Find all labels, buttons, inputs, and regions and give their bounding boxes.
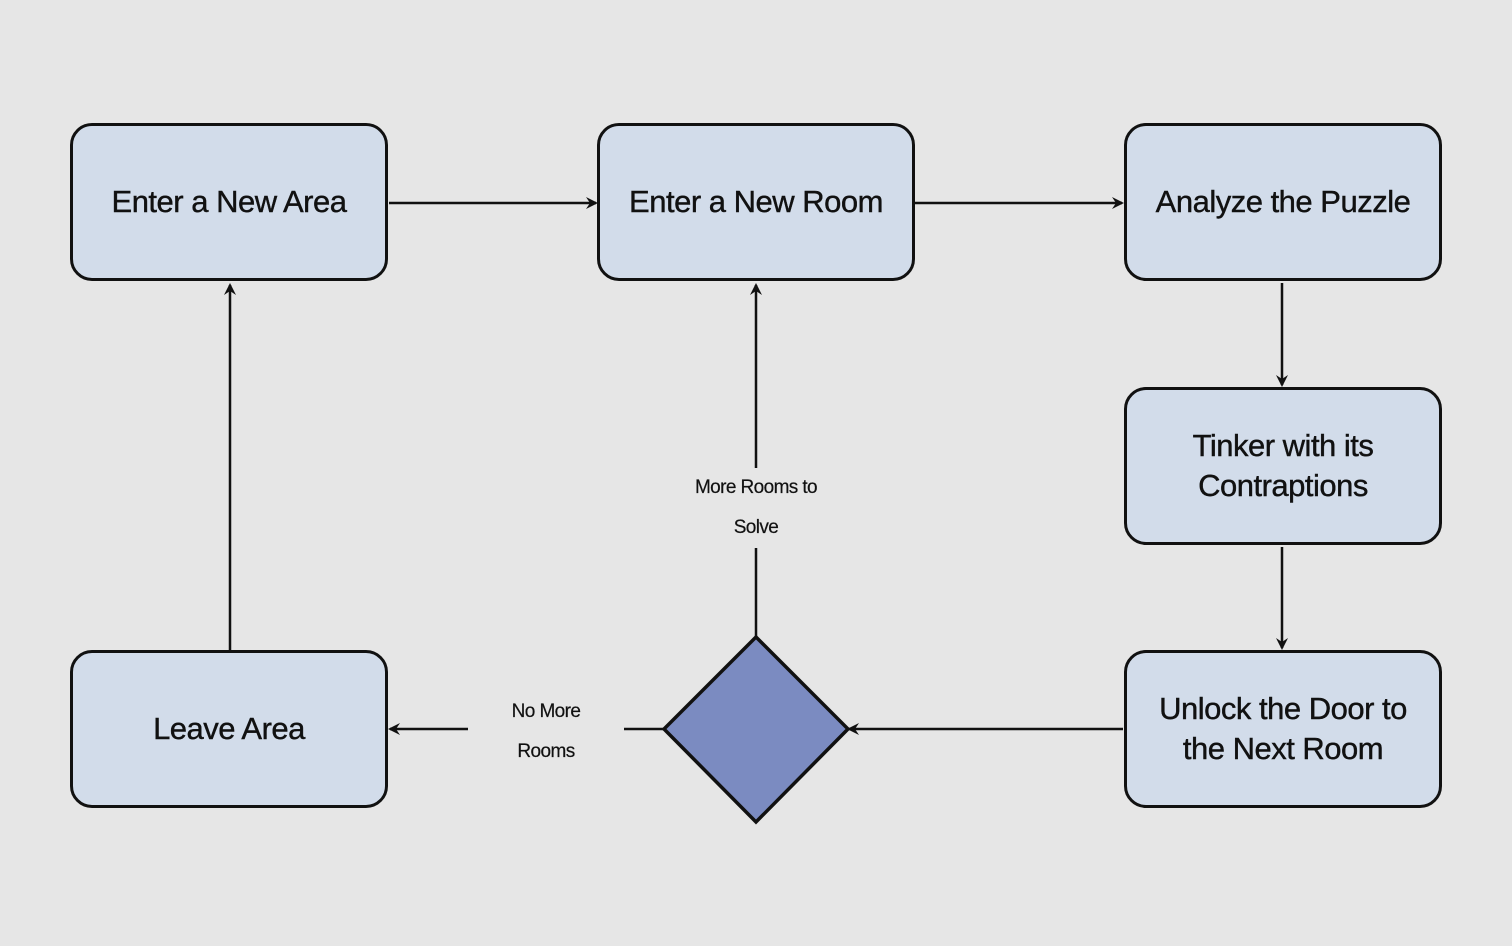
node-unlock-door: Unlock the Door to the Next Room [1124,650,1442,808]
edge-label-more-rooms: More Rooms to Solve [670,468,842,548]
node-leave-area: Leave Area [70,650,388,808]
node-enter-new-area-label: Enter a New Area [111,184,347,219]
node-enter-new-area: Enter a New Area [70,123,388,281]
node-enter-new-room: Enter a New Room [597,123,915,281]
node-tinker-label-line1: Tinker with its [1192,428,1374,463]
edge-label-more-rooms-line1: More Rooms to [694,477,818,498]
node-unlock-label-line2: the Next Room [1182,731,1384,766]
node-analyze-puzzle-label: Analyze the Puzzle [1155,184,1411,219]
edge-label-no-more-rooms-line2: Rooms [517,741,575,762]
edge-label-no-more-rooms-line1: No More [511,701,581,722]
node-unlock-label-line1: Unlock the Door to [1159,691,1408,726]
node-tinker-contraptions: Tinker with its Contraptions [1124,387,1442,545]
node-analyze-puzzle: Analyze the Puzzle [1124,123,1442,281]
node-leave-area-label: Leave Area [153,711,306,746]
edge-label-more-rooms-line2: Solve [733,517,779,538]
edge-label-no-more-rooms: No More Rooms [468,692,624,772]
node-enter-new-room-label: Enter a New Room [629,184,884,219]
decision-diamond [661,634,851,825]
node-tinker-label-line2: Contraptions [1198,468,1369,503]
